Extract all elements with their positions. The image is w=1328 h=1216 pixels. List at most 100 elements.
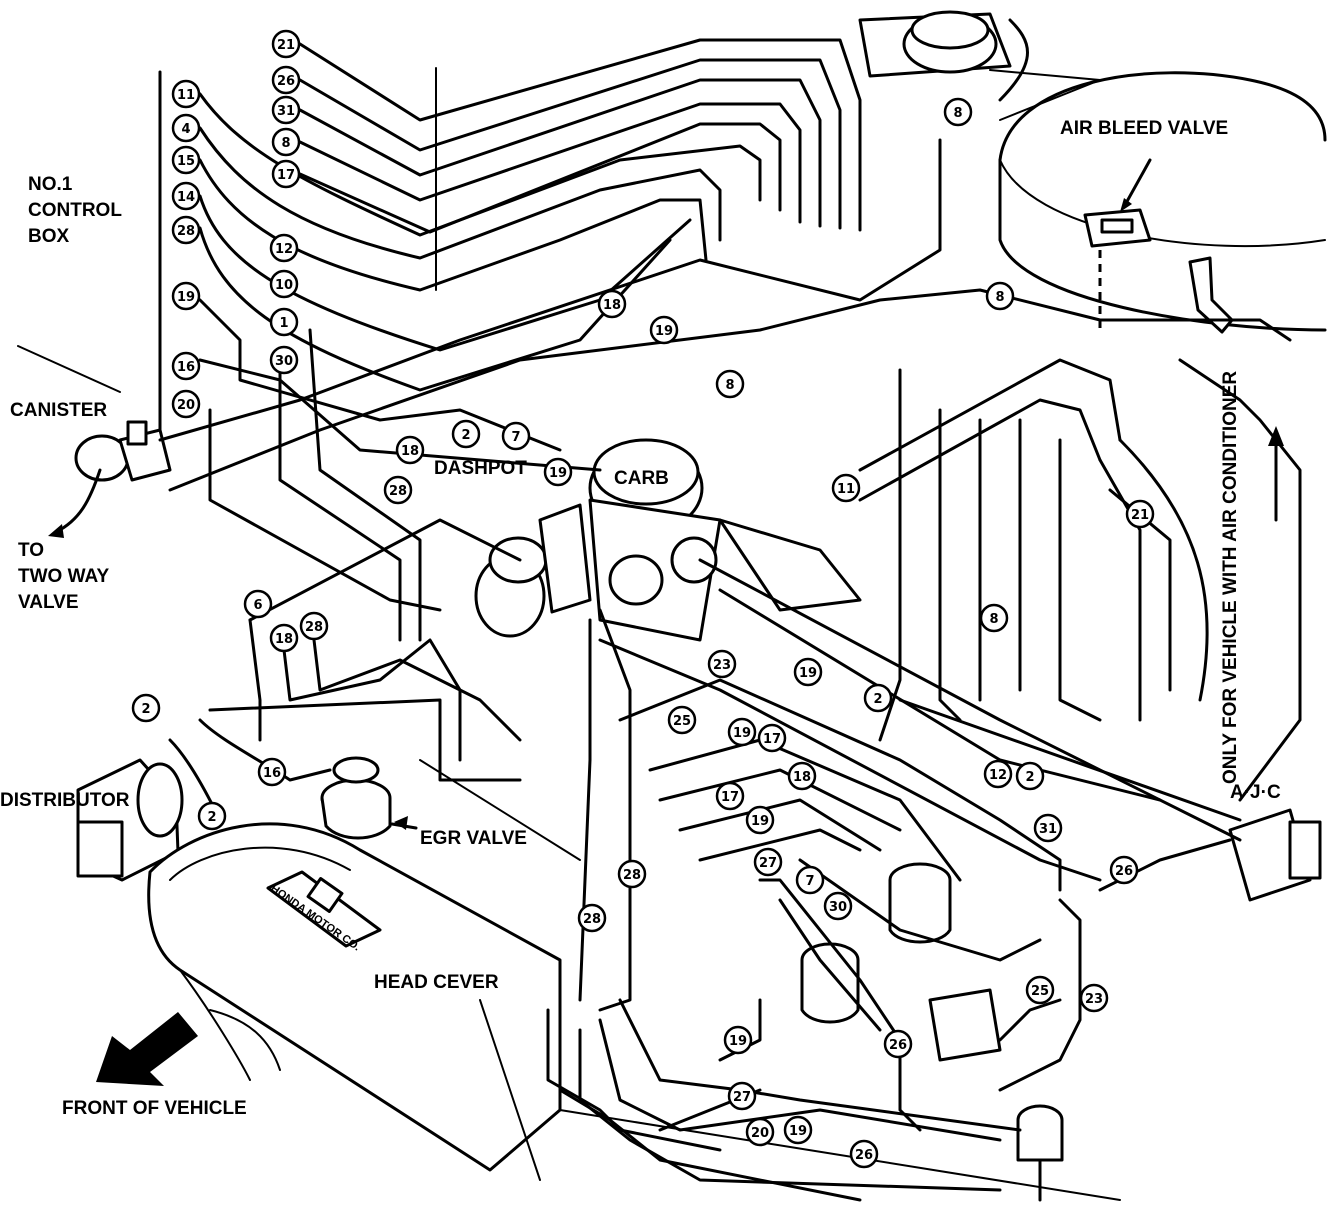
- callout-bubble: 14: [171, 181, 201, 211]
- callout-number: 28: [305, 620, 323, 635]
- callout-number: 2: [1025, 770, 1034, 785]
- callout-bubble: 28: [577, 903, 607, 933]
- callout-number: 31: [277, 104, 295, 119]
- callout-number: 23: [713, 658, 731, 673]
- callout-number: 4: [181, 122, 190, 137]
- callout-bubble: 19: [783, 1115, 813, 1145]
- lower-vacuum-cans: [800, 862, 1002, 1062]
- ajc-unit: [1228, 808, 1322, 902]
- control-box-label-line2: CONTROL: [28, 200, 122, 221]
- callout-number: 18: [603, 298, 621, 313]
- callout-number: 2: [873, 692, 882, 707]
- control-box-label-line1: NO.1: [28, 174, 73, 195]
- canister: [48, 420, 172, 538]
- callout-bubble: 8: [985, 281, 1015, 311]
- callout-bubble: 17: [757, 723, 787, 753]
- front-arrow: [96, 1012, 198, 1086]
- callout-number: 18: [275, 632, 293, 647]
- callout-number: 17: [277, 168, 295, 183]
- callout-number: 7: [511, 430, 520, 445]
- callout-number: 18: [401, 444, 419, 459]
- callout-number: 25: [673, 714, 691, 729]
- callout-bubble: 2: [451, 419, 481, 449]
- callout-bubble: 10: [269, 269, 299, 299]
- air-conditioner-note: ONLY FOR VEHICLE WITH AIR CONDITIONER: [1220, 371, 1241, 784]
- callout-bubble: 25: [667, 705, 697, 735]
- callout-bubble: 23: [1079, 983, 1109, 1013]
- air-bleed-valve-label: AIR BLEED VALVE: [1060, 118, 1228, 139]
- callout-number: 28: [177, 224, 195, 239]
- callout-number: 12: [989, 768, 1007, 783]
- callout-bubble: 8: [943, 97, 973, 127]
- callout-bubble: 11: [171, 79, 201, 109]
- callout-number: 8: [953, 106, 962, 121]
- callout-number: 10: [275, 278, 293, 293]
- callout-bubble: 2: [197, 801, 227, 831]
- callout-bubble: 19: [745, 805, 775, 835]
- air-bleed-valve: [1083, 158, 1152, 330]
- dashpot: [474, 503, 592, 638]
- callout-bubble: 28: [383, 475, 413, 505]
- callout-bubble: 2: [1015, 761, 1045, 791]
- honda-emblem: [266, 870, 382, 948]
- callout-number: 26: [889, 1038, 907, 1053]
- callout-bubble: 8: [979, 603, 1009, 633]
- callout-number: 8: [989, 612, 998, 627]
- callout-bubble: 26: [849, 1139, 879, 1169]
- callout-number: 19: [177, 290, 195, 305]
- callout-bubble: 28: [299, 611, 329, 641]
- callout-bubble: 18: [597, 289, 627, 319]
- callout-bubble: 19: [649, 315, 679, 345]
- callout-bubble: 17: [715, 781, 745, 811]
- callout-bubble: 1: [269, 307, 299, 337]
- carburetor: [588, 438, 862, 642]
- control-box-label-line3: BOX: [28, 226, 70, 247]
- distributor: [76, 758, 184, 882]
- two-way-valve-label-line2: TWO WAY: [18, 566, 109, 587]
- callout-number: 20: [177, 398, 195, 413]
- engine-block: [209, 759, 1121, 1201]
- callout-number: 7: [805, 874, 814, 889]
- two-way-valve-label-line1: TO: [18, 540, 44, 561]
- callout-number: 2: [461, 428, 470, 443]
- canister-pointer: [17, 345, 121, 393]
- callout-number: 8: [281, 136, 290, 151]
- callout-number: 6: [253, 598, 262, 613]
- callout-bubble: 18: [395, 435, 425, 465]
- callout-number: 28: [623, 868, 641, 883]
- callout-number: 11: [837, 482, 855, 497]
- callout-number: 19: [789, 1124, 807, 1139]
- callout-number: 26: [1115, 864, 1133, 879]
- egr-valve-label: EGR VALVE: [420, 828, 527, 849]
- callout-bubble: 2: [863, 683, 893, 713]
- callout-bubble: 26: [271, 65, 301, 95]
- distributor-label: DISTRIBUTOR: [0, 790, 130, 811]
- callout-bubble: 19: [727, 717, 757, 747]
- callout-number: 8: [725, 378, 734, 393]
- bottom-vacuum-sensor: [1016, 1104, 1064, 1202]
- air-cleaner: [998, 71, 1327, 332]
- ajc-label: A·J·C: [1230, 782, 1281, 803]
- callout-bubble: 19: [723, 1025, 753, 1055]
- head-cover: [147, 822, 562, 1172]
- callout-bubble: 12: [269, 233, 299, 263]
- callout-number: 17: [763, 732, 781, 747]
- egr-valve: [320, 756, 418, 840]
- callout-bubble: 26: [1109, 855, 1139, 885]
- callout-number: 30: [275, 354, 293, 369]
- ac-arrow: [1268, 426, 1284, 522]
- callout-number: 8: [995, 290, 1004, 305]
- callout-number: 12: [275, 242, 293, 257]
- callout-bubble: 19: [171, 281, 201, 311]
- callout-number: 28: [389, 484, 407, 499]
- callout-bubble: 20: [745, 1117, 775, 1147]
- callout-number: 21: [1131, 508, 1149, 523]
- callout-bubble: 2: [131, 693, 161, 723]
- carb-label: CARB: [614, 468, 669, 489]
- callout-bubble: 12: [983, 759, 1013, 789]
- callout-number: 1: [279, 316, 288, 331]
- callout-bubble: 18: [787, 761, 817, 791]
- callout-bubble: 30: [269, 345, 299, 375]
- callout-bubble: 8: [715, 369, 745, 399]
- callout-bubble: 7: [795, 865, 825, 895]
